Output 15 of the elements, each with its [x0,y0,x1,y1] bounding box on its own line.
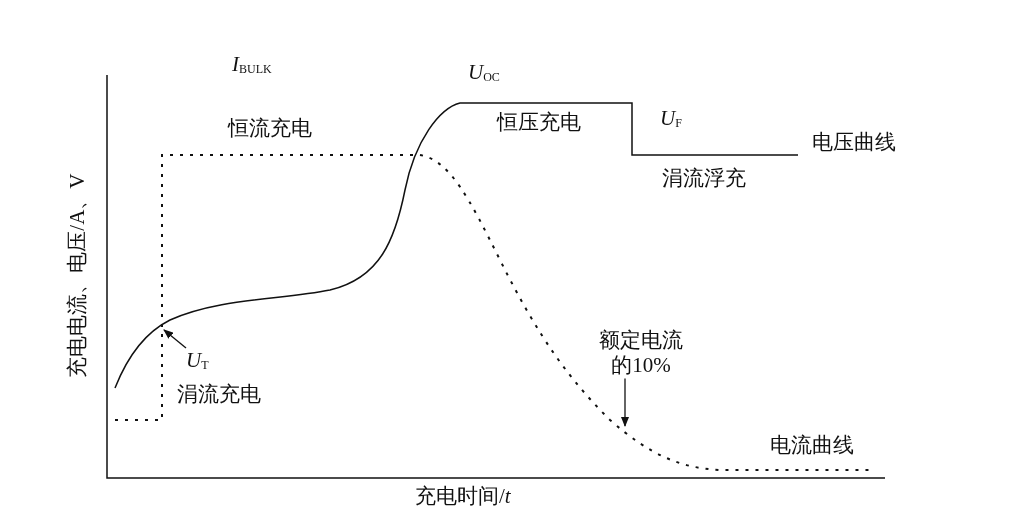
curve-label: U$_{OC}$ [468,60,500,86]
leader-line [621,377,629,427]
phase-label: 涓流浮充 [662,166,746,192]
callout-label: U$_{T}$ [186,348,209,374]
curve-label: I$_{BULK}$ [232,52,272,78]
phase-label: 涓流充电 [177,382,261,408]
axis-title: 充电时间/t [415,484,511,510]
axis-title: 充电电流、电压/A、V [65,173,91,378]
leader-line [163,329,187,349]
callout-label: 额定电流的10% [596,328,686,379]
curve-name: 电压曲线 [812,130,896,156]
curve-label: U$_{F}$ [660,106,682,132]
phase-label: 恒压充电 [497,110,581,136]
curve-name: 电流曲线 [770,433,854,459]
phase-label: 恒流充电 [228,116,312,142]
